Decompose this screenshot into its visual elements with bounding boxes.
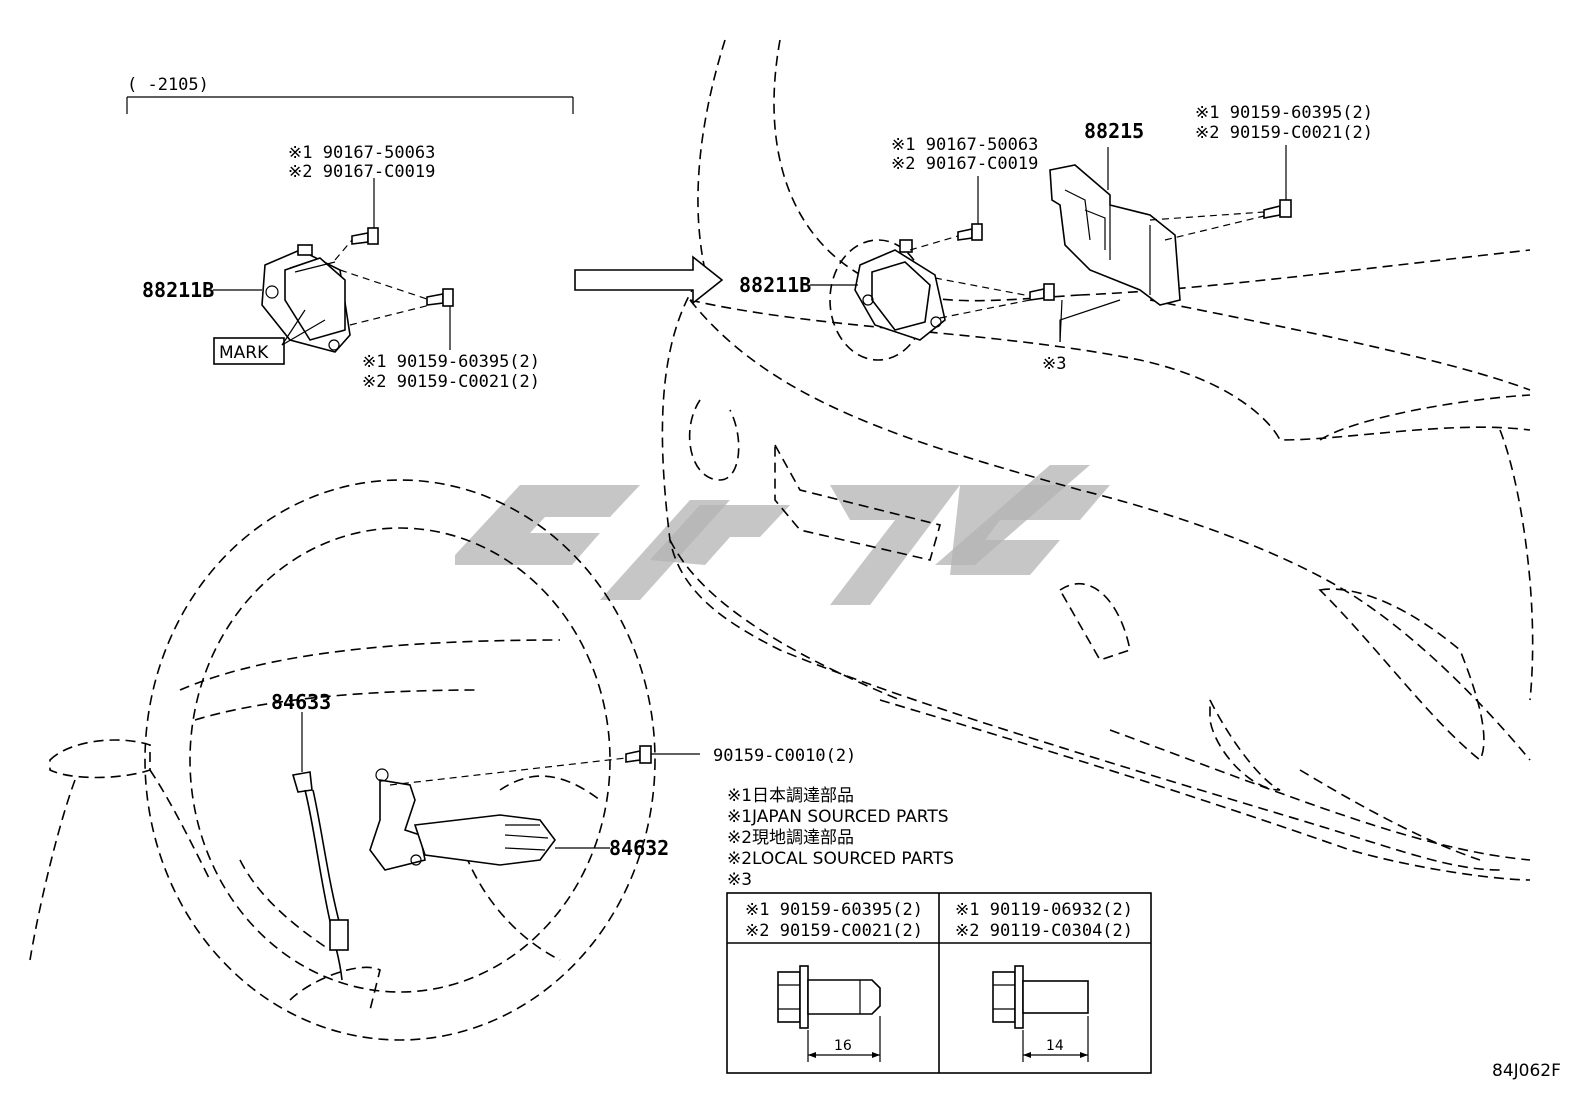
table-right-line-2: ※2 90119-C0304(2) <box>955 921 1133 941</box>
wire-harness <box>291 771 349 981</box>
bolt-icon <box>1263 199 1292 219</box>
dimension-left: 16 <box>834 1038 852 1054</box>
legend: ※1日本調達部品 ※1JAPAN SOURCED PARTS ※2現地調達部品 … <box>727 786 954 890</box>
flange-bolt-icon <box>777 965 881 1062</box>
table-left-line-2: ※2 90159-C0021(2) <box>745 921 923 941</box>
direction-arrow <box>574 255 724 305</box>
bracket-part-no: 88215 <box>1084 119 1144 143</box>
bracket-bolt-label-1: ※1 90159-60395(2) <box>1195 103 1373 123</box>
radar-sensor-module-right <box>854 239 946 341</box>
radar-sensor-module-left <box>261 244 351 353</box>
note3-table: ※1 90159-60395(2) ※2 90159-C0021(2) ※1 9… <box>726 892 1152 1074</box>
watermark-logo <box>455 465 1110 605</box>
switch-part-no: 84632 <box>609 836 669 860</box>
bracket-bolt-label-2: ※2 90159-C0021(2) <box>1195 123 1373 143</box>
dimension-right: 14 <box>1046 1038 1064 1054</box>
right-screw-label-2: ※2 90167-C0019 <box>891 154 1038 174</box>
steering-wheel-outline <box>29 479 656 1041</box>
right-module-part-no: 88211B <box>739 273 811 297</box>
screw-icon <box>625 745 652 764</box>
mark-box <box>213 337 285 365</box>
right-screw-label-1: ※1 90167-50063 <box>891 135 1038 155</box>
mark-label: MARK <box>219 343 269 363</box>
left-module-part-no: 88211B <box>142 278 214 302</box>
screw-icon <box>957 223 983 241</box>
bracket-label: ( -2105) <box>127 75 209 95</box>
sensor-bracket <box>1049 164 1181 306</box>
left-screw-label-1: ※1 90167-50063 <box>288 143 435 163</box>
revision-bracket: ( -2105) <box>126 75 574 114</box>
note3-ref: ※3 <box>1042 354 1066 374</box>
left-bolt-label-1: ※1 90159-60395(2) <box>362 352 540 372</box>
legend-line-2: ※1JAPAN SOURCED PARTS <box>727 807 949 827</box>
legend-line-1: ※1日本調達部品 <box>727 786 854 806</box>
figure-code: 84J062F <box>1492 1061 1561 1081</box>
flange-bolt-icon <box>992 965 1089 1062</box>
left-bolt-label-2: ※2 90159-C0021(2) <box>362 372 540 392</box>
steering-screw-label: 90159-C0010(2) <box>713 746 856 766</box>
legend-line-4: ※2LOCAL SOURCED PARTS <box>727 849 954 869</box>
left-screw-label-2: ※2 90167-C0019 <box>288 162 435 182</box>
bolt-icon <box>426 288 454 307</box>
table-left-line-1: ※1 90159-60395(2) <box>745 900 923 920</box>
table-right-line-1: ※1 90119-06932(2) <box>955 900 1133 920</box>
harness-part-no: 84633 <box>271 690 331 714</box>
bolt-icon <box>1029 283 1055 301</box>
screw-icon <box>351 227 379 245</box>
legend-line-5: ※3 <box>727 870 752 890</box>
cruise-control-switch <box>369 768 556 871</box>
legend-line-3: ※2現地調達部品 <box>727 828 854 848</box>
